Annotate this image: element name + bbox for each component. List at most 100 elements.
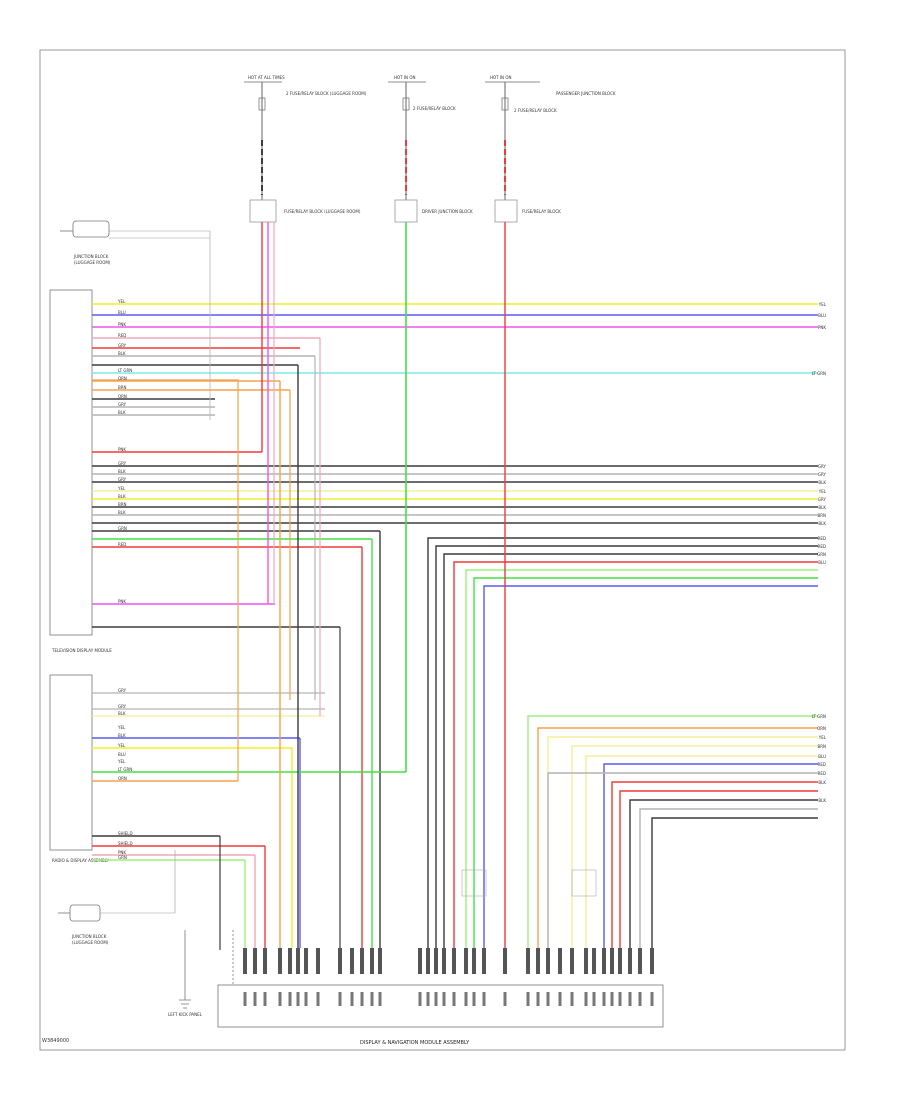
- pin-label-mark: [526, 992, 530, 1006]
- left-wire-label: GRY: [118, 402, 127, 407]
- right-wire-label: LT GRN: [812, 714, 826, 719]
- bottom-connector-pins: [243, 948, 654, 1006]
- wire-low: [465, 569, 818, 948]
- fuse-block-label-c: 2 FUSE/RELAY BLOCK: [514, 108, 557, 113]
- left-wire-label: PNK: [118, 850, 126, 855]
- pin-label-mark: [558, 992, 562, 1006]
- wire-right-low: [651, 817, 818, 948]
- left-wire-label: ORN: [118, 776, 127, 781]
- pin-label-mark: [434, 992, 438, 1006]
- left-wire-label: GRY: [118, 477, 127, 482]
- right-wire-label: RED: [818, 771, 826, 776]
- right-wire-label: YEL: [818, 489, 827, 494]
- pin-label-mark: [263, 992, 267, 1006]
- left-wire-label: BLK: [118, 733, 126, 738]
- wire-right-low: [585, 755, 818, 948]
- fuse-block-label-a: 2 FUSE/RELAY BLOCK (LUGGAGE ROOM): [286, 91, 367, 96]
- right-wire-label: GRY: [818, 497, 827, 502]
- footer-code: W3849000: [42, 1038, 70, 1044]
- connector-pin: [546, 948, 550, 974]
- pin-label-mark: [584, 992, 588, 1006]
- connector-pin: [304, 948, 308, 974]
- wire-right-low: [571, 745, 818, 948]
- connector-pin: [288, 948, 292, 974]
- left-wire-label: YEL: [117, 299, 126, 304]
- ground-upper-label: JUNCTION BLOCK: [73, 254, 109, 259]
- left-wire-label: PNK: [118, 599, 126, 604]
- left-wire-label: PNK: [118, 447, 126, 452]
- wire-right-low: [629, 799, 818, 948]
- connector-pin: [338, 948, 342, 974]
- hot-label-c: HOT IN ON: [490, 75, 511, 80]
- pin-label-mark: [628, 992, 632, 1006]
- left-wire-label: YEL: [117, 759, 126, 764]
- pin-label-mark: [296, 992, 300, 1006]
- pin-label-mark: [243, 992, 247, 1006]
- wire-right-low: [537, 727, 818, 948]
- fuse-icon: [501, 97, 509, 111]
- pin-label-mark: [418, 992, 422, 1006]
- connector-pin: [370, 948, 374, 974]
- left-wire-label: GRN: [118, 526, 127, 531]
- left-wire-label: YEL: [117, 486, 126, 491]
- pin-label-mark: [472, 992, 476, 1006]
- wire-right-low: [547, 772, 818, 948]
- wire-low: [453, 561, 818, 948]
- connector-pin: [350, 948, 354, 974]
- connector-pin: [464, 948, 468, 974]
- right-wire-label: RED: [818, 536, 826, 541]
- left-wire-label: BLK: [118, 494, 126, 499]
- left-wire-label: ORN: [118, 394, 127, 399]
- television-display-module: [49, 289, 93, 636]
- left-wire-label: BRN: [118, 385, 127, 390]
- left-kick-panel-label: LEFT KICK PANEL: [168, 1012, 203, 1017]
- connector-pin: [472, 948, 476, 974]
- right-wire-label: BLK: [818, 505, 826, 510]
- connector-pin: [296, 948, 300, 974]
- connector-pin: [558, 948, 562, 974]
- module-upper-label: TELEVISION DISPLAY MODULE: [51, 648, 112, 653]
- shield-box: [571, 869, 597, 897]
- left-wire-label: BLK: [118, 469, 126, 474]
- connector-pin: [418, 948, 422, 974]
- left-wire-label: RED: [118, 542, 126, 547]
- right-wire-label: GRY: [818, 472, 827, 477]
- left-wire-label: BLK: [118, 711, 126, 716]
- pin-label-mark: [253, 992, 257, 1006]
- connector-pin: [426, 948, 430, 974]
- left-wire-label: SHIELD: [118, 831, 133, 836]
- right-wire-label: LT GRN: [812, 371, 826, 376]
- display-navigation-module: [217, 984, 664, 1028]
- pin-label-mark: [378, 992, 382, 1006]
- pin-label-mark: [650, 992, 654, 1006]
- connector-box-b: [394, 199, 418, 223]
- pin-label-mark: [288, 992, 292, 1006]
- left-wire-label: ORN: [118, 376, 127, 381]
- right-wire-label: ORN: [817, 726, 826, 731]
- connector-pin: [610, 948, 614, 974]
- connector-pin: [278, 948, 282, 974]
- right-wire-label: BLK: [818, 780, 826, 785]
- ground-lower-sublabel: (LUGGAGE ROOM): [72, 940, 109, 945]
- left-wire-label: PNK: [118, 322, 126, 327]
- wire-right-low: [547, 736, 818, 948]
- left-wire-label: GRY: [118, 461, 127, 466]
- left-wire-label: BRN: [118, 502, 127, 507]
- left-wire-label: GRY: [118, 704, 127, 709]
- left-wire-label: BLU: [118, 310, 126, 315]
- wire-right-low: [603, 763, 818, 948]
- right-wire-label: BLU: [818, 313, 826, 318]
- left-wire-label: GRN: [118, 855, 127, 860]
- connector-pin: [243, 948, 247, 974]
- horizontal-wire-group: [92, 303, 818, 948]
- right-wire-label: BLK: [818, 798, 826, 803]
- left-wire-label: BLK: [118, 351, 126, 356]
- connector-pin: [378, 948, 382, 974]
- left-wire-label: LT GRN: [118, 767, 132, 772]
- left-wire-label: YEL: [117, 725, 126, 730]
- ground-upper: JUNCTION BLOCK (LUGGAGE ROOM): [60, 220, 210, 265]
- left-wire-label: SHIELD: [118, 841, 133, 846]
